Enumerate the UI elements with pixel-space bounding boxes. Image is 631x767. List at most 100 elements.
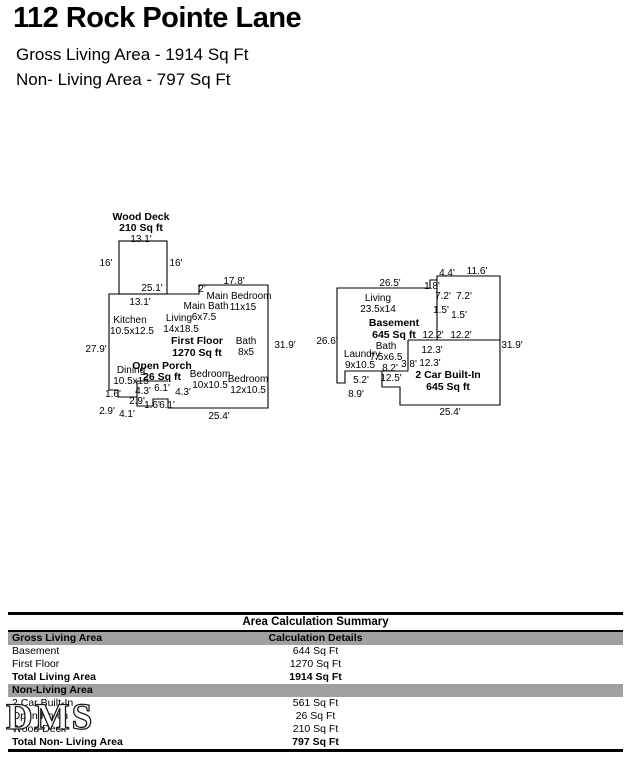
dim-label: 27.9' <box>85 344 107 355</box>
basement-area: 645 Sq ft <box>372 329 416 341</box>
dim-label: 8.2' <box>382 363 398 374</box>
table-top-rule <box>8 612 623 615</box>
dim-label: 4.3' <box>135 386 151 397</box>
room-size-label: 10.5x12.5 <box>110 326 154 337</box>
basement-title: Basement <box>368 317 420 329</box>
total-non-living-area-row: Total Non- Living Area 797 Sq Ft <box>8 736 623 749</box>
room-label: Main Bedroom <box>206 291 272 302</box>
dim-label: 1.5' <box>451 310 467 321</box>
room-size-label: 10.5x15 <box>113 376 149 387</box>
row-value: 1270 Sq Ft <box>289 658 342 670</box>
row-label: Wood Deck <box>12 723 67 735</box>
table-row: Wood Deck 210 Sq Ft <box>8 723 623 736</box>
room-size-label: 9x10.5 <box>344 360 376 371</box>
room-size-label: 7.5x6.5 <box>369 352 403 363</box>
dim-label: 16' <box>99 258 113 269</box>
dim-label: 12.2' <box>450 330 472 341</box>
dim-label: 2.9' <box>129 396 145 407</box>
dim-label: 12.5' <box>380 373 402 384</box>
room-label: Main Bath <box>183 301 229 312</box>
table-row: First Floor 1270 Sq Ft <box>8 658 623 671</box>
table-bottom-rule <box>8 749 623 752</box>
room-label: Dining <box>116 365 146 376</box>
area-calculation-summary: Area Calculation Summary Gross Living Ar… <box>8 612 623 752</box>
dms-watermark-logo: DMS <box>5 697 95 738</box>
dim-label: 12.2' <box>422 330 444 341</box>
garage-divider-lines <box>382 280 500 372</box>
room-size-label: 14x18.5 <box>163 324 199 335</box>
dim-label: 3.8' <box>401 359 417 370</box>
non-living-area-header: Non-Living Area <box>12 684 93 696</box>
dim-label: 6.1' <box>159 400 175 411</box>
row-label: 2 Car Built-In <box>12 697 74 709</box>
garage-title: 2 Car Built-In <box>415 369 481 381</box>
room-label: Bedroom <box>227 374 269 385</box>
row-value: 26 Sq Ft <box>295 710 336 722</box>
room-size-label: 12x10.5 <box>230 385 266 396</box>
page-title: 112 Rock Pointe Lane <box>13 2 302 34</box>
room-label: Kitchen <box>113 315 147 326</box>
row-label: Basement <box>12 645 60 657</box>
non-living-area-subtitle: Non- Living Area - 797 Sq Ft <box>16 70 231 89</box>
row-value: 797 Sq Ft <box>292 736 339 748</box>
summary-header-row: Gross Living Area Calculation Details <box>8 632 623 645</box>
garage-area: 645 Sq ft <box>426 381 470 393</box>
wood-deck-area: 210 Sq ft <box>119 222 163 234</box>
summary-table-title: Area Calculation Summary <box>8 615 623 632</box>
dim-label: 2' <box>198 284 206 295</box>
room-size-label: 8x5 <box>237 347 255 358</box>
row-value: 1914 Sq Ft <box>289 671 342 683</box>
dim-label: 1.6' <box>105 389 121 400</box>
open-porch-area: 26 Sq ft <box>143 371 181 383</box>
dim-label: 25.1' <box>141 283 163 294</box>
open-porch-title: Open Porch <box>132 360 192 372</box>
first-floor-title: First Floor <box>171 335 223 347</box>
room-label: Bath <box>375 341 397 352</box>
dim-label: 13.1' <box>129 297 151 308</box>
open-porch-outline <box>136 380 168 397</box>
non-living-area-header-row: Non-Living Area <box>8 684 623 697</box>
dim-label: 1.6' <box>144 400 160 411</box>
gross-living-area-subtitle: Gross Living Area - 1914 Sq Ft <box>16 45 249 64</box>
dim-label: 4.4' <box>439 268 455 279</box>
row-label: Total Non- Living Area <box>12 736 123 748</box>
row-value: 644 Sq Ft <box>292 645 339 657</box>
dim-label: 25.4' <box>439 407 461 418</box>
room-size-label: 6x7.5 <box>191 312 217 323</box>
dim-label: 1.5' <box>433 305 449 316</box>
dim-label: 12.3' <box>419 358 441 369</box>
dim-label: 7.2' <box>435 291 451 302</box>
row-value: 210 Sq Ft <box>292 723 339 735</box>
dim-label: 17.8' <box>223 276 245 287</box>
row-label: Open Porch <box>12 710 69 722</box>
room-label: Bath <box>235 336 257 347</box>
table-row: 2 Car Built-In 561 Sq Ft <box>8 697 623 710</box>
room-size-label: 10x10.5 <box>192 380 228 391</box>
dim-label: 7.2' <box>456 291 472 302</box>
wood-deck-title: Wood Deck <box>112 211 170 223</box>
dim-label: 13.1' <box>130 234 152 245</box>
room-label: Living <box>364 293 392 304</box>
dim-label: 2.9' <box>99 406 115 417</box>
gross-living-area-header: Gross Living Area <box>12 632 103 644</box>
dim-label: 6.1' <box>154 383 170 394</box>
dim-label: 11.6' <box>466 266 488 277</box>
dim-label: 16' <box>169 258 183 269</box>
dim-label: 31.9' <box>501 340 523 351</box>
table-row: Basement 644 Sq Ft <box>8 645 623 658</box>
dim-label: 25.4' <box>208 411 230 422</box>
calculation-details-header: Calculation Details <box>268 632 363 644</box>
first-floor-area: 1270 Sq ft <box>172 347 222 359</box>
dim-label: 8.9' <box>348 389 364 400</box>
room-size-label: 23.5x14 <box>360 304 396 315</box>
dim-label: 26.5' <box>379 278 401 289</box>
dim-label: 31.9' <box>274 340 296 351</box>
row-label: First Floor <box>12 658 60 670</box>
dim-label: 1.8' <box>424 281 440 292</box>
room-label: Bedroom <box>189 369 231 380</box>
dim-label: 5.2' <box>353 375 369 386</box>
room-size-label: 11x15 <box>229 302 257 313</box>
dim-label: 4.3' <box>175 387 191 398</box>
